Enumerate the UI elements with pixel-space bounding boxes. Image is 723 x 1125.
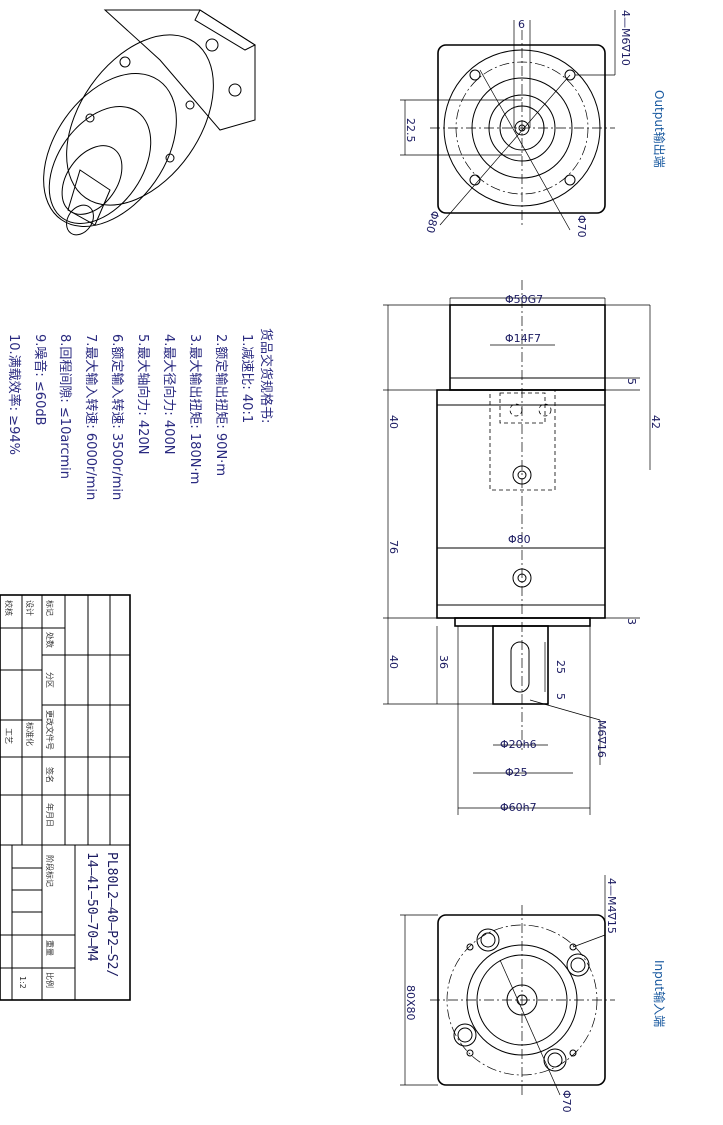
header-zone: 分区: [45, 672, 54, 688]
dim-phi80-side: Φ80: [508, 533, 531, 546]
dim-phi14f7: Φ14F7: [505, 332, 541, 345]
title-block: 标记 处数 分区 更改文件号 签名 年月日 设计 校核 标准化 工艺 阶段标记 …: [0, 594, 131, 1001]
header-change-doc: 更改文件号: [45, 710, 55, 750]
dim-42: 42: [649, 415, 662, 429]
part-number: PL80L2—40—P2—S2/: [104, 852, 119, 977]
header-mark: 标记: [45, 600, 55, 616]
dim-phi70-output: Φ70: [575, 215, 588, 238]
dim-phi25: Φ25: [505, 766, 528, 779]
weight-label: 重量: [45, 940, 55, 956]
spec-item: 2.额定输出扭矩: 90N·m: [213, 334, 229, 476]
check-label: 校核: [4, 600, 14, 616]
header-date: 年月日: [45, 803, 55, 827]
tap-callout: M6∇16: [595, 720, 608, 758]
scale-label: 比例: [45, 972, 55, 988]
dim-25: 25: [554, 660, 567, 674]
spec-title: 货品交货规格书:: [258, 328, 274, 423]
spec-item: 6.额定输入转速: 3500r/min: [109, 334, 125, 500]
spec-item: 3.最大输出扭矩: 180N·m: [187, 334, 203, 484]
dim-phi20h6: Φ20h6: [500, 738, 537, 751]
spec-item: 7.最大输入转速: 6000r/min: [83, 334, 99, 500]
spec-item: 4.最大径向力: 400N: [161, 334, 177, 454]
spec-list: 货品交货规格书: 1.减速比: 40:1 2.额定输出扭矩: 90N·m 3.最…: [6, 328, 274, 500]
output-end-view: 6 22.5 Φ80 Φ70 4—M6∇10 Output输出端: [400, 10, 667, 238]
design-label: 设计: [25, 600, 35, 616]
isometric-view: [43, 9, 257, 236]
standardization-label: 标准化: [25, 722, 35, 746]
process-label: 工艺: [4, 728, 13, 744]
header-count: 处数: [45, 632, 55, 648]
spec-item: 10.满载效率: ≥94%: [6, 334, 22, 455]
spec-item: 1.减速比: 40:1: [239, 334, 254, 423]
dim-phi50g7: Φ50G7: [505, 293, 543, 306]
dim-3: 3: [625, 618, 638, 625]
input-hole-callout: 4—M4∇15: [605, 878, 618, 934]
dim-40-bottom: 40: [387, 655, 400, 669]
dim-phi80-output: Φ80: [423, 209, 441, 234]
part-number-2: 14—41—50—70—M4: [84, 852, 99, 962]
dim-80x80: 80X80: [404, 985, 417, 1021]
dim-phi70-input: Φ70: [560, 1090, 573, 1113]
spec-item: 8.回程间隙: ≤10arcmin: [57, 334, 72, 479]
stage-mark-label: 阶段标记: [45, 855, 55, 887]
dim-5-top: 5: [625, 378, 638, 385]
dim-36: 36: [437, 655, 450, 669]
dim-22-5: 22.5: [404, 118, 417, 143]
input-end-view: 80X80 4—M4∇15 Φ70 Input输入端: [400, 875, 667, 1113]
dim-6: 6: [518, 18, 525, 31]
dim-phi60h7: Φ60h7: [500, 801, 537, 814]
dim-76: 76: [387, 540, 400, 554]
dim-40-top: 40: [387, 415, 400, 429]
header-signature: 签名: [45, 767, 55, 783]
spec-item: 5.最大轴向力: 420N: [135, 334, 151, 454]
output-end-label: Output输出端: [652, 90, 667, 168]
spec-item: 9.噪音: ≤60dB: [32, 334, 48, 426]
side-view: Φ50G7 Φ14F7 5 42 40 76 Φ80 3 40 36 25 5 …: [383, 280, 662, 815]
dim-5-bottom: 5: [554, 693, 567, 700]
output-hole-callout: 4—M6∇10: [619, 10, 632, 66]
scale-value: 1:2: [18, 976, 27, 989]
input-end-label: Input输入端: [652, 960, 667, 1027]
